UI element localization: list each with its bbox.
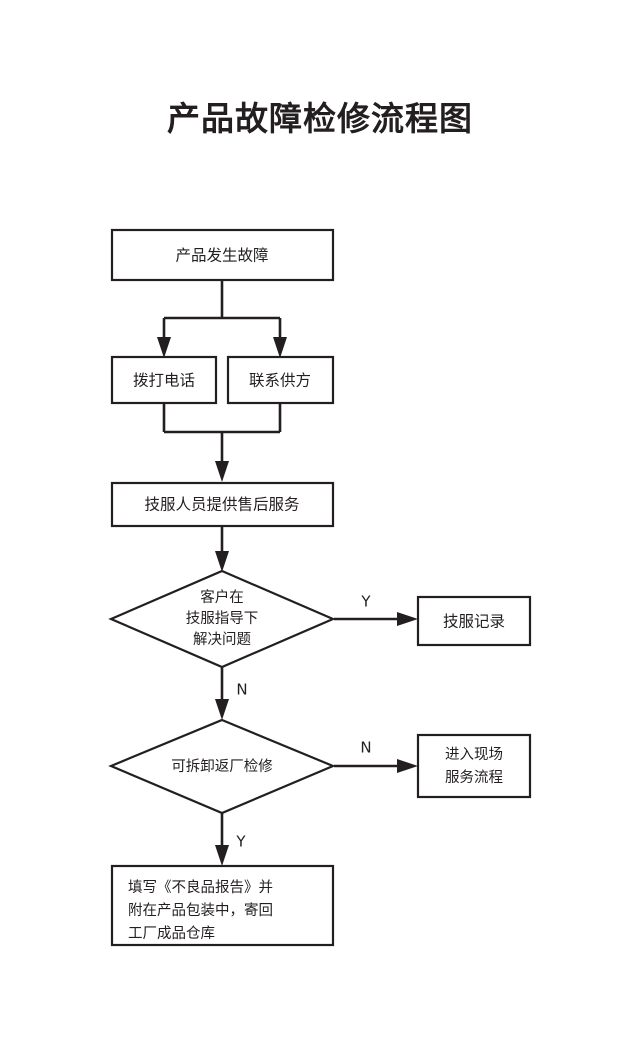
- arrowhead-to-n3: [273, 337, 287, 358]
- node-shape-diamond: [108, 718, 336, 815]
- node-label: 技服人员提供售后服务: [144, 496, 299, 514]
- node-onsite-service-process[interactable]: 进入现场 服务流程: [416, 733, 532, 799]
- node-label-line-3: 工厂成品仓库: [128, 925, 215, 942]
- edge-label-no-to-decision-2: N: [236, 681, 247, 699]
- node-label-line-1: 进入现场: [445, 746, 503, 763]
- arrowhead-to-n7: [215, 845, 229, 866]
- edge-label-no-onsite-service: N: [360, 739, 371, 757]
- node-shape-rect: [110, 355, 218, 405]
- node-label-line-2: 技服指导下: [186, 610, 259, 627]
- connector-group: [157, 280, 418, 866]
- arrowhead-to-n2: [157, 337, 171, 358]
- node-label: 拨打电话: [133, 372, 195, 390]
- edge-label-yes-defect-report: Y: [235, 833, 246, 851]
- node-label-line-2: 服务流程: [445, 769, 503, 786]
- node-label-line-1: 填写《不良品报告》并: [128, 879, 273, 896]
- node-shape-rect: [110, 481, 335, 528]
- node-shape-rect: [416, 733, 532, 799]
- node-product-failure[interactable]: 产品发生故障: [110, 228, 335, 282]
- node-after-sales-service[interactable]: 技服人员提供售后服务: [110, 481, 335, 528]
- node-label-line-2: 附在产品包装中，寄回: [128, 901, 273, 919]
- node-shape-rect: [416, 595, 532, 647]
- arrowhead-to-n6: [397, 759, 418, 773]
- arrowhead-to-d2: [215, 699, 229, 720]
- arrowhead-to-n4: [215, 461, 229, 482]
- node-service-record[interactable]: 技服记录: [416, 595, 532, 647]
- node-fill-defect-report[interactable]: 填写《不良品报告》并 附在产品包装中，寄回 工厂成品仓库: [110, 864, 335, 947]
- node-shape-rect: [110, 228, 335, 282]
- node-call-phone[interactable]: 拨打电话: [110, 355, 218, 405]
- arrowhead-to-n5: [397, 612, 418, 626]
- node-label-line-3: 解决问题: [193, 631, 251, 648]
- node-label: 联系供方: [249, 372, 311, 390]
- page-title: 产品故障检修流程图: [167, 99, 473, 138]
- node-label: 可拆卸返厂检修: [171, 758, 273, 775]
- node-shape-rect: [226, 355, 335, 405]
- arrowhead-to-d1: [215, 551, 229, 572]
- decision-removable-return-factory[interactable]: 可拆卸返厂检修: [108, 718, 336, 815]
- node-label-line-1: 客户在: [200, 589, 244, 606]
- node-label: 产品发生故障: [175, 247, 268, 265]
- edge-label-yes-service-record: Y: [360, 593, 371, 611]
- node-label: 技服记录: [443, 613, 505, 631]
- decision-customer-resolved[interactable]: 客户在 技服指导下 解决问题: [108, 569, 336, 669]
- node-shape-diamond: [108, 569, 336, 669]
- node-contact-supplier[interactable]: 联系供方: [226, 355, 335, 405]
- node-shape-rect: [110, 864, 335, 947]
